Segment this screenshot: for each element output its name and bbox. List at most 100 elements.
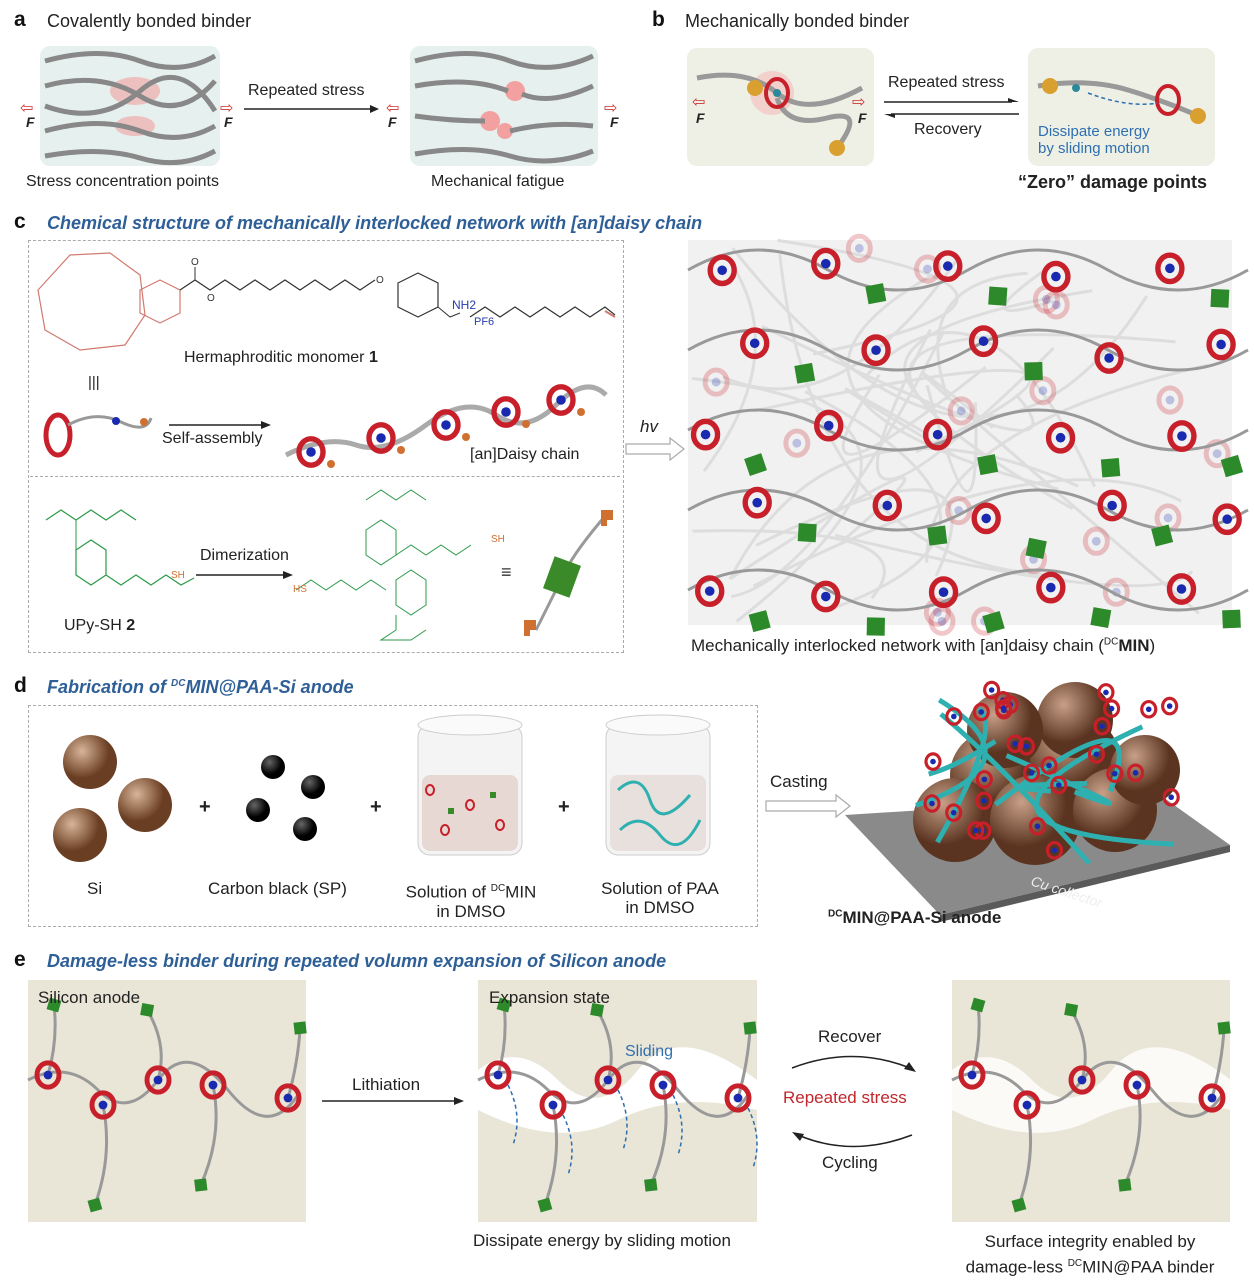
upy-dimer-icon [927,525,948,546]
sliding-arrow-icon [617,1089,628,1151]
upy-dimer-icon [977,454,999,476]
ring-icon [1162,787,1180,807]
ring-icon [1203,439,1231,469]
dissipate-line-1: Dissipate energy [1038,123,1150,140]
title-text: Fabrication of [47,677,172,697]
anode-caption: DCMIN@PAA-Si anode [828,908,1001,928]
chain-strand [687,328,1249,372]
ring-icon [1042,290,1070,320]
daisy-chain-label: [an]Daisy chain [470,446,580,463]
ring-icon [1087,745,1106,764]
axle-bead [208,1080,218,1090]
upy-dimer-icon [496,997,512,1013]
alkene-chain [469,306,616,318]
ring-icon [1198,1083,1226,1113]
side-chain [736,1027,752,1099]
panel-c-label: c [14,210,26,233]
axle-bead [956,406,966,416]
axle-bead [972,827,979,834]
stopper-icon [327,460,335,468]
background-chain [722,259,958,391]
axle-bead [704,586,715,596]
sup: DC [828,908,843,920]
upy-dimer-icon [743,1021,757,1035]
axle-bead [1177,431,1187,441]
axle-bead [823,420,834,431]
fabrication-components [53,714,711,862]
monomer-label: Hermaphroditic monomer [184,349,369,366]
ring-icon [1006,734,1024,754]
dcmin-beaker [417,714,523,856]
upy-dimer-icon [1151,524,1174,547]
chemical-structure-box [28,240,624,653]
ring-icon [1097,489,1127,522]
axle-bead [1051,271,1061,282]
t: Solution of [405,882,491,902]
ring-icon [811,247,841,280]
ring-icon [1094,342,1124,374]
ring-icon [546,384,576,416]
axle-bead [153,1075,163,1085]
upy-label: UPy-SH [64,617,127,634]
axle-bead [1046,582,1056,593]
ring-icon [1123,1070,1151,1100]
ring-icon [274,1083,302,1113]
phenyl-ring [397,272,439,318]
repeated-stress-label: Repeated stress [888,74,1005,91]
carbon-black-particle [246,798,270,822]
axle-bead [376,433,386,443]
upy-dimer-icon [970,997,986,1013]
ring-icon [742,486,772,519]
silicon-anode-panel [27,980,307,1222]
background-chain [692,529,886,600]
axle-bead [871,345,881,355]
anode-particles [913,680,1180,866]
background-chain [804,390,942,610]
upy-dimer-icon [1222,609,1241,629]
panel-d-label: d [14,674,27,697]
side-chain [1210,1027,1226,1099]
caption-text: Mechanically interlocked network with [a… [691,636,1104,655]
axle-bead [493,1070,503,1080]
rotaxane-slid [1037,78,1206,124]
force-right-arrow-icon: ⇨ [604,100,618,117]
side-chain [496,1004,507,1076]
si-particle [1037,682,1113,758]
ring-icon [958,1060,986,1090]
ring-icon [1068,1065,1096,1095]
network-caption: Mechanically interlocked network with [a… [691,636,1155,656]
axle-bead [1103,689,1109,696]
sh-label: SH [171,570,185,581]
background-chain [834,533,1194,588]
side-chain [970,1004,981,1076]
crown-ether-ring [37,252,146,351]
ring-icon [34,1060,62,1090]
axle-bead [1099,723,1105,730]
side-chain [93,1104,109,1206]
si-particle [53,808,107,862]
axle-bead [1034,823,1041,830]
ring-icon [783,428,811,458]
ring-icon [1167,420,1197,452]
stopper-icon [462,433,470,441]
ring-icon [968,325,999,358]
ring-icon [1156,385,1184,415]
side-chain [286,1027,302,1099]
ring-icon [861,334,891,367]
sliding-caption: Dissipate energy by sliding motion [473,1231,731,1250]
upy-dimer-icon [865,283,887,305]
axle-bead [98,1100,108,1110]
upy-dimer-icon [1100,458,1121,478]
expansion-state-panel [477,980,758,1222]
si-label: Si [87,879,103,898]
axle-bead [1111,770,1118,777]
upy-dimer-icon [1118,1178,1132,1192]
carbon-black-label: Carbon black (SP) [208,879,347,898]
background-chain [752,478,1182,588]
upy-caption: UPy-SH 2 [64,617,135,635]
axle-bead [951,713,957,720]
dissipate-energy-label: Dissipate energy by sliding motion [1038,123,1150,157]
axle-bead [1216,339,1226,350]
force-label: F [224,114,233,130]
ring-icon [199,1070,227,1100]
